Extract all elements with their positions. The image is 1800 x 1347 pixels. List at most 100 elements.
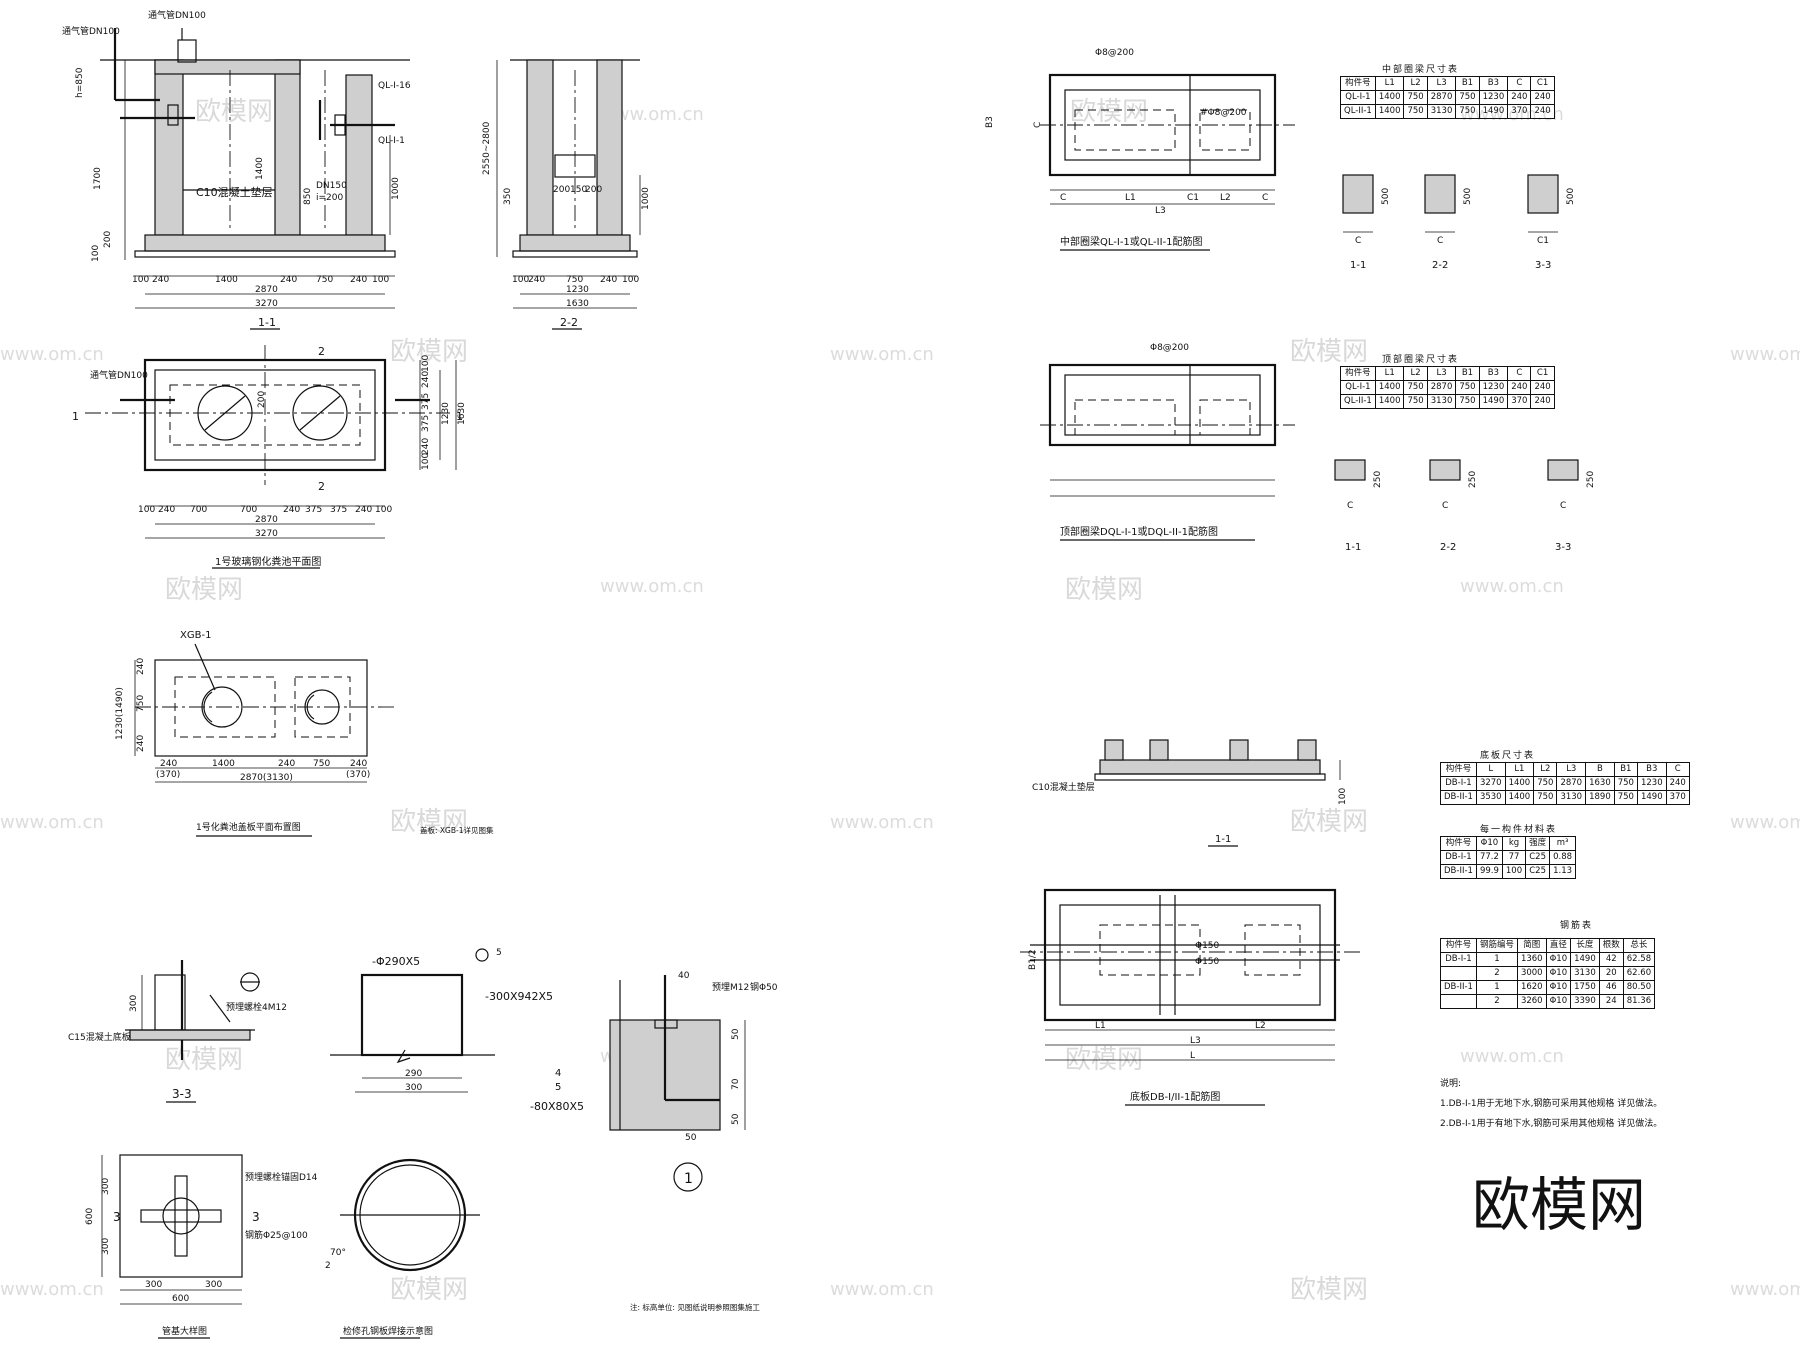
dim: 750 — [566, 275, 583, 285]
table-cell: 1400 — [1504, 790, 1535, 805]
watermark-cn: 欧模网 — [1065, 575, 1143, 605]
table-cell: 2 — [1475, 994, 1518, 1009]
circle-no: 5 — [496, 948, 502, 958]
section-1-1: 通气管DN100 通气管DN100 h=850 QL-I-16 QL-I-1 D… — [62, 9, 411, 330]
dim: L1 — [1095, 1021, 1106, 1031]
dim: 100 — [512, 275, 529, 285]
table-cell: 1 — [1475, 980, 1518, 995]
dim: 240 — [136, 735, 146, 752]
dim-total: 600 — [85, 1208, 95, 1225]
top-label: -Φ290X5 — [372, 955, 420, 968]
dim: 240 — [152, 275, 169, 285]
tag-4: 4 — [555, 1068, 561, 1079]
table-cell: 750 — [1403, 394, 1428, 409]
sec-title: 2-2 — [1440, 542, 1456, 553]
table-cell: 1630 — [1585, 776, 1615, 791]
dim-total: L3 — [1190, 1036, 1201, 1046]
table-cell: 3000 — [1516, 966, 1547, 981]
table-cell: 370 — [1507, 104, 1532, 119]
table-cell: 1620 — [1516, 980, 1547, 995]
dim: 240 — [600, 275, 617, 285]
dim: C1 — [1187, 193, 1199, 203]
table-cell: Φ10 — [1545, 980, 1572, 995]
sec-h: 250 — [1373, 471, 1383, 488]
table-cell: Φ10 — [1545, 994, 1572, 1009]
table-header: 简图 — [1516, 938, 1547, 953]
table-header: L — [1475, 762, 1506, 777]
table-row: QL-II-1 1400 750 3130 750 1490 370 240 — [1340, 394, 1555, 409]
rebar-label: 钢筋Φ25@100 — [245, 1229, 308, 1241]
table-cell: 77 — [1501, 850, 1527, 865]
cut-marker-1: 1 — [72, 410, 79, 423]
watermark-url: www.om.cn — [1460, 576, 1564, 597]
sec-h: 250 — [1468, 471, 1478, 488]
ql-middle-schedule: 构件号 L1 L2 L3 B1 B3 C C1 QL-I-1 1400 750 … — [1340, 76, 1555, 119]
d100: 100 — [1338, 788, 1348, 805]
table-cell — [1440, 994, 1477, 1009]
table-cell: 62.60 — [1622, 966, 1656, 981]
table-row: DB-II-1 1 1620 Φ10 1750 46 80.50 — [1440, 980, 1656, 995]
dim: 375 — [330, 505, 347, 515]
bolt-label: 预埋螺栓锚固D14 — [245, 1171, 318, 1183]
watermark-url: www.om.cn — [0, 344, 104, 365]
table-cell: C25 — [1525, 850, 1551, 865]
table-cell: 240 — [1530, 394, 1555, 409]
d300: 300 — [129, 995, 139, 1012]
table-cell: 100 — [1501, 864, 1527, 879]
table-cell: 370 — [1665, 790, 1690, 805]
table-header: C — [1507, 76, 1532, 91]
d1000: 1000 — [391, 177, 401, 200]
dim: 375 — [421, 415, 431, 432]
dim: 100 — [375, 505, 392, 515]
detail-title: 管基大样图 — [162, 1325, 207, 1337]
note-line: 1.DB-I-1用于无地下水,钢筋可采用其他规格 详见做法。 — [1440, 1099, 1663, 1109]
dim-total: 1230(1490) — [115, 687, 125, 740]
table-header: 构件号 — [1440, 938, 1477, 953]
watermark-cn: 欧模网 — [165, 575, 243, 605]
dim: 750 — [313, 759, 330, 769]
cover-title: 1号化粪池盖板平面布置图 — [196, 821, 301, 833]
table-cell: C25 — [1525, 864, 1551, 879]
watermark-url: www.om.cn — [0, 1279, 104, 1300]
dim-total: 1230 — [441, 402, 451, 425]
table-cell: 1400 — [1374, 90, 1405, 105]
watermark-url: www.om.cn — [830, 1279, 934, 1300]
table-cell: 240 — [1530, 90, 1555, 105]
table-cell: 3130 — [1556, 790, 1587, 805]
sec-dim: C1 — [1537, 236, 1549, 246]
ring-title: 检修孔钢板焊接示意图 — [343, 1325, 433, 1337]
bottom-note: 注: 标高单位: 见图纸说明参照图集施工 — [630, 1302, 760, 1312]
table-cell: 1490 — [1570, 952, 1600, 967]
table-cell: 24 — [1598, 994, 1624, 1009]
table-cell: DB-I-1 — [1440, 952, 1477, 967]
table-cell: 3130 — [1426, 104, 1457, 119]
watermark-url: www.om.cn — [830, 344, 934, 365]
dn150-label: DN150 — [316, 181, 347, 191]
ql-label-2: QL-I-1 — [378, 136, 405, 146]
base-slab-section: 100 C10混凝土垫层 1-1 — [1032, 739, 1348, 847]
table-cell: 2870 — [1426, 380, 1457, 395]
table-header: C — [1665, 762, 1690, 777]
table-row: QL-I-1 1400 750 2870 750 1230 240 240 — [1340, 90, 1555, 105]
sec-dim: C — [1442, 501, 1448, 511]
sec-dim: C — [1355, 236, 1361, 246]
table-cell: 240 — [1530, 380, 1555, 395]
table-header: 构件号 — [1440, 836, 1477, 851]
d200: 200 — [103, 231, 113, 248]
anchor-detail: 50 70 50 40 50 预埋M12 钢Φ50 -80X80X5 4 5 1 — [530, 971, 778, 1192]
cut-marker-1: 1 — [456, 410, 463, 423]
bar-label: Φ150 — [1195, 941, 1220, 951]
dim-total: 3270 — [255, 299, 278, 309]
cover-plan: XGB-1 240 750 240 1230(1490) 240 1400 24… — [115, 630, 494, 837]
table-cell: 750 — [1455, 394, 1480, 409]
cut: 3 — [113, 1210, 121, 1224]
xgb-tag: XGB-1 — [180, 630, 211, 641]
dim-total: L3 — [1155, 206, 1166, 216]
table-cell: 1400 — [1374, 104, 1405, 119]
table-title: 中部圈梁尺寸表 — [1382, 65, 1460, 75]
watermark-cn: 欧模网 — [195, 97, 273, 127]
table-cell: 2870 — [1556, 776, 1587, 791]
table-cell: 750 — [1533, 790, 1558, 805]
left-label: C — [1033, 122, 1043, 128]
